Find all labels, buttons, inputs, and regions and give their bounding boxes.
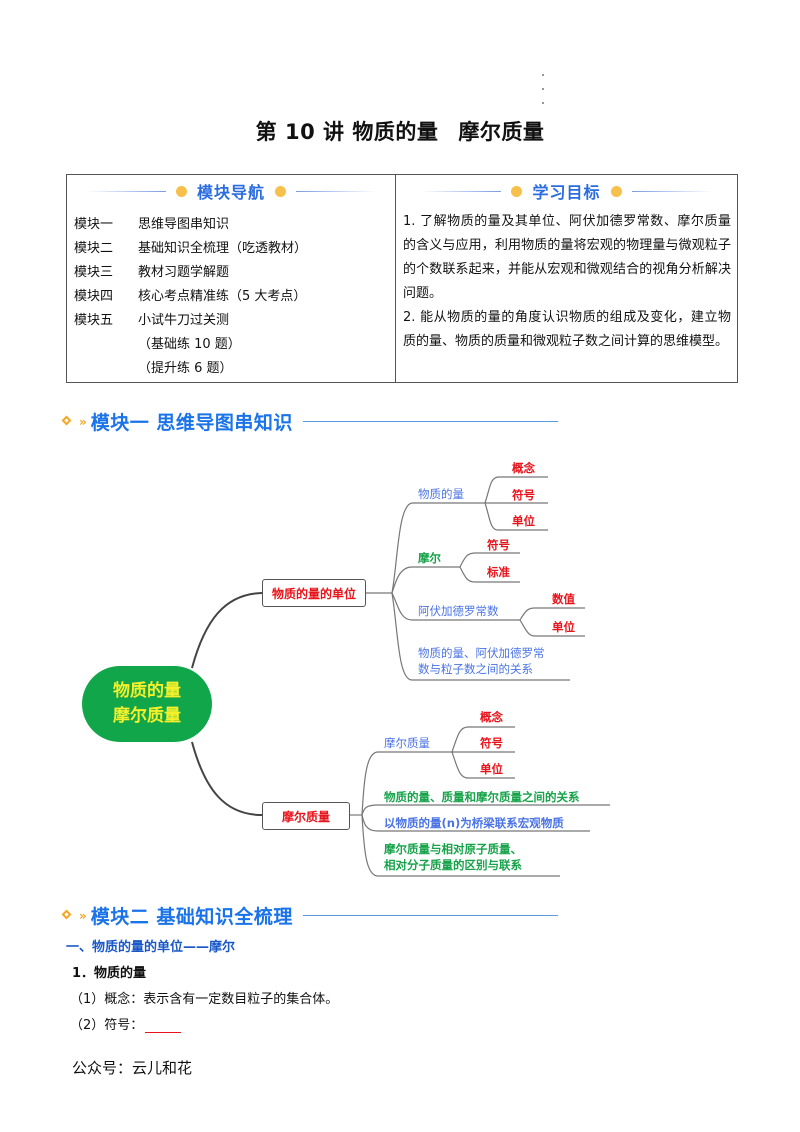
section-title: 模块一 思维导图串知识 — [90, 412, 293, 434]
nav-item: 模块一 思维导图串知识 — [74, 213, 307, 237]
branch-label: 物质的量的单位 — [271, 586, 356, 601]
mm-node-mass-relation: 物质的量、质量和摩尔质量之间的关系 — [384, 790, 580, 804]
overview-table: 模块导航 模块一 思维导图串知识 模块二 基础知识全梳理（吃透教材） 模块三 教材习题… — [66, 174, 738, 383]
chevron-right-icon: » — [79, 908, 87, 923]
banner-line — [631, 190, 712, 192]
mm-leaf: 符号 — [487, 538, 510, 552]
concept-line: （1）概念：表示含有一定数目粒子的集合体。 — [70, 992, 339, 1007]
mm-node-line: 物质的量、阿伏加德罗常 — [418, 646, 545, 660]
title-lecture: 第 10 讲 物质的量 — [255, 120, 439, 144]
decorative-dots — [542, 74, 544, 116]
mm-leaf: 数值 — [552, 592, 575, 606]
mm-node-line: 数与粒子数之间的关系 — [418, 662, 533, 676]
goal-item: 1. 了解物质的量及其单位、阿伏加德罗常数、摩尔质量的含义与应用，利用物质的量将… — [403, 214, 731, 301]
module-nav-list: 模块一 思维导图串知识 模块二 基础知识全梳理（吃透教材） 模块三 教材习题学解题 模… — [74, 213, 307, 381]
mm-leaf: 符号 — [512, 488, 535, 502]
nav-item-value: 核心考点精准练（5 大考点） — [138, 289, 307, 304]
title-topic: 摩尔质量 — [458, 120, 545, 144]
footer-text: 公众号：云儿和花 — [72, 1059, 193, 1077]
symbol-line: （2）符号： — [70, 1014, 182, 1033]
nav-item-value: 小试牛刀过关测 — [138, 313, 230, 328]
nav-item: （基础练 10 题） — [74, 333, 307, 357]
nav-item: 模块四 核心考点精准练（5 大考点） — [74, 285, 307, 309]
dot-icon — [275, 185, 286, 197]
section-title: 模块二 基础知识全梳理 — [90, 906, 293, 928]
mindmap-connectors — [191, 476, 610, 877]
nav-item-key: 模块三 — [74, 265, 114, 280]
nav-item-key: 模块四 — [74, 289, 114, 304]
mm-node-relative-mass: 摩尔质量与相对原子质量、 相对分子质量的区别与联系 — [384, 841, 522, 873]
nav-item: 模块五 小试牛刀过关测 — [74, 309, 307, 333]
mm-leaf: 概念 — [512, 461, 535, 475]
mm-node-relation: 物质的量、阿伏加德罗常 数与粒子数之间的关系 — [418, 645, 545, 677]
nav-item: （提升练 6 题） — [74, 357, 307, 381]
module-nav-banner: 模块导航 — [67, 179, 395, 203]
mm-leaf: 单位 — [480, 762, 503, 776]
learning-goals-panel: 学习目标 1. 了解物质的量及其单位、阿伏加德罗常数、摩尔质量的含义与应用，利用… — [396, 175, 737, 382]
learning-goals-heading: 学习目标 — [532, 183, 601, 202]
goal-item: 2. 能从物质的量的角度认识物质的组成及变化，建立物质的量、物质的质量和微观粒子… — [403, 310, 731, 349]
nav-item-value: 教材习题学解题 — [138, 265, 230, 280]
subsection-heading: 一、物质的量的单位——摩尔 — [66, 940, 236, 955]
mindmap-root-node: 物质的量 摩尔质量 — [82, 666, 212, 742]
section-heading-1: » 模块一 思维导图串知识 — [62, 408, 558, 435]
nav-item-key: 模块五 — [74, 313, 114, 328]
mm-node-amount: 物质的量 — [418, 487, 464, 501]
section-heading-2: » 模块二 基础知识全梳理 — [62, 902, 558, 929]
nav-item-key: 模块一 — [74, 217, 114, 232]
diamond-icon — [62, 416, 73, 427]
banner-line — [85, 190, 166, 192]
mm-node-line: 相对分子质量的区别与联系 — [384, 858, 522, 872]
mm-leaf: 符号 — [480, 736, 503, 750]
dot-icon — [175, 185, 187, 197]
banner-line — [421, 190, 502, 192]
section-rule — [302, 421, 558, 422]
nav-item-value: （基础练 10 题） — [138, 337, 241, 352]
branch-label: 摩尔质量 — [281, 809, 330, 824]
nav-item: 模块二 基础知识全梳理（吃透教材） — [74, 237, 307, 261]
fill-in-blank[interactable] — [145, 1018, 182, 1033]
section-rule — [302, 915, 558, 916]
dot-icon — [511, 185, 523, 197]
root-line1: 物质的量 — [113, 681, 181, 701]
diamond-icon — [62, 910, 73, 921]
mindmap-branch-unit: 物质的量的单位 — [262, 579, 366, 607]
root-line2: 摩尔质量 — [113, 706, 181, 726]
mm-leaf: 单位 — [552, 620, 575, 634]
banner-line — [296, 190, 376, 192]
page-title: 第 10 讲 物质的量摩尔质量 — [0, 116, 800, 146]
mindmap-branch-molar-mass: 摩尔质量 — [262, 802, 350, 830]
nav-item-key — [74, 357, 138, 381]
mm-node-line: 摩尔质量与相对原子质量、 — [384, 842, 522, 856]
item-title: 1．物质的量 — [72, 966, 147, 981]
mm-node-mole: 摩尔 — [418, 551, 441, 565]
nav-item-key — [74, 333, 138, 357]
mm-node-molar-mass: 摩尔质量 — [384, 736, 430, 750]
dot-icon — [610, 185, 622, 197]
module-nav-heading: 模块导航 — [196, 183, 265, 202]
mm-leaf: 概念 — [480, 710, 503, 724]
learning-goals-banner: 学习目标 — [396, 179, 737, 203]
nav-item-value: 思维导图串知识 — [138, 217, 230, 232]
nav-item-value: 基础知识全梳理（吃透教材） — [138, 241, 308, 256]
mm-node-avogadro: 阿伏加德罗常数 — [418, 604, 499, 618]
nav-item-key: 模块二 — [74, 241, 114, 256]
chevron-right-icon: » — [79, 414, 87, 429]
mm-leaf: 标准 — [487, 565, 510, 579]
module-nav-panel: 模块导航 模块一 思维导图串知识 模块二 基础知识全梳理（吃透教材） 模块三 教材习题… — [67, 175, 396, 382]
nav-item: 模块三 教材习题学解题 — [74, 261, 307, 285]
mm-node-bridge: 以物质的量(n)为桥梁联系宏观物质 — [384, 816, 564, 830]
learning-goals-list: 1. 了解物质的量及其单位、阿伏加德罗常数、摩尔质量的含义与应用，利用物质的量将… — [403, 210, 731, 354]
symbol-label: （2）符号： — [70, 1018, 144, 1033]
nav-item-value: （提升练 6 题） — [138, 361, 233, 376]
mm-leaf: 单位 — [512, 514, 535, 528]
